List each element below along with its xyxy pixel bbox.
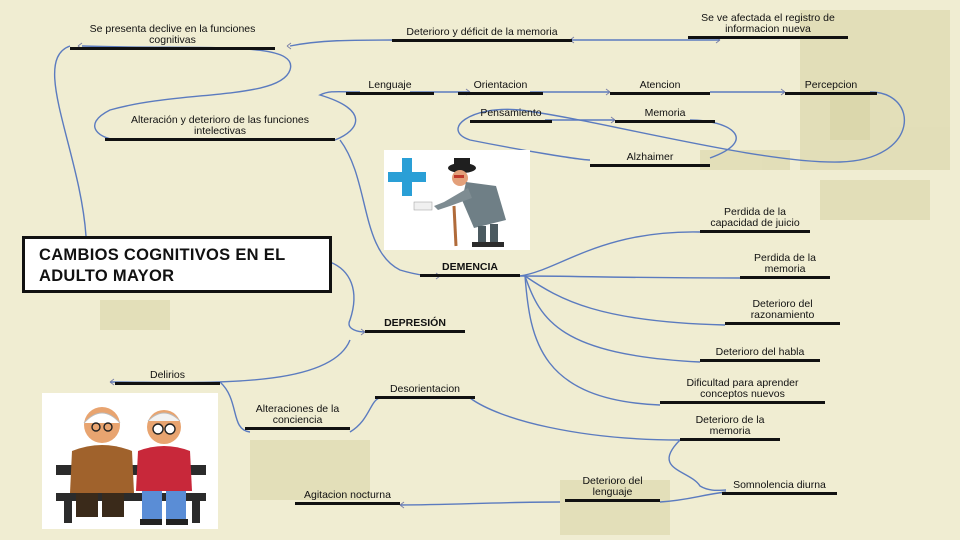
node-alteracion: Alteración y deterioro de las funciones …	[105, 115, 335, 141]
node-conciencia: Alteraciones de la conciencia	[245, 404, 350, 430]
node-registro: Se ve afectada el registro de informacio…	[688, 13, 848, 39]
node-registro-line2: informacion nueva	[725, 23, 811, 35]
node-deterioro-memoria-low-line1: Deterioro de la	[695, 414, 765, 426]
node-perdida-memoria: Perdida de la memoria	[740, 253, 830, 279]
node-habla: Deterioro del habla	[700, 347, 820, 362]
node-registro-line1: Se ve afectada el registro de	[701, 12, 835, 24]
node-atencion: Atencion	[610, 80, 710, 95]
node-agitacion: Agitacion nocturna	[295, 490, 400, 505]
elderly-man-illustration	[384, 150, 530, 250]
node-deterioro-memoria-low: Deterioro de la memoria	[680, 415, 780, 441]
main-title-box: CAMBIOS COGNITIVOS EN EL ADULTO MAYOR	[22, 236, 332, 293]
title-line-1: CAMBIOS COGNITIVOS EN EL	[39, 246, 286, 264]
node-perdida-memoria-line1: Perdida de la	[754, 252, 816, 264]
node-alteracion-line1: Alteración y deterioro de las funciones	[130, 114, 310, 126]
node-declive: Se presenta declive en la funciones cogn…	[70, 24, 275, 50]
node-perdida-juicio-line1: Perdida de la	[724, 206, 786, 218]
node-aprender-line2: conceptos nuevos	[700, 388, 785, 400]
node-razonamiento: Deterioro del razonamiento	[725, 299, 840, 325]
node-delirios: Delirios	[115, 370, 220, 385]
node-declive-line1: Se presenta declive en la funciones	[89, 23, 256, 35]
elderly-couple-illustration	[42, 393, 218, 529]
node-perdida-memoria-line2: memoria	[764, 263, 806, 275]
node-declive-line2: cognitivas	[149, 34, 196, 46]
node-razonamiento-line1: Deterioro del	[752, 298, 813, 310]
node-pensamiento: Pensamiento	[470, 108, 552, 123]
node-demencia: DEMENCIA	[420, 262, 520, 277]
node-somnolencia: Somnolencia diurna	[722, 480, 837, 495]
node-aprender: Dificultad para aprender conceptos nuevo…	[660, 378, 825, 404]
node-deterioro-lenguaje-line2: lenguaje	[592, 486, 633, 498]
node-memoria: Memoria	[615, 108, 715, 123]
medical-cross-icon	[388, 158, 426, 196]
node-lenguaje: Lenguaje	[346, 80, 434, 95]
node-orientacion: Orientacion	[458, 80, 543, 95]
node-deterioro-lenguaje-line1: Deterioro del	[582, 475, 643, 487]
node-deterioro-memoria-low-line2: memoria	[709, 425, 751, 437]
node-depresion: DEPRESIÓN	[365, 318, 465, 333]
node-perdida-juicio: Perdida de la capacidad de juicio	[700, 207, 810, 233]
node-alzheimer: Alzhaimer	[590, 152, 710, 167]
title-line-2: ADULTO MAYOR	[39, 267, 175, 285]
node-desorientacion: Desorientacion	[375, 384, 475, 399]
node-perdida-juicio-line2: capacidad de juicio	[710, 217, 800, 229]
node-percepcion: Percepcion	[785, 80, 877, 95]
node-deterioro-memoria-top: Deterioro y déficit de la memoria	[392, 27, 572, 42]
node-conciencia-line2: conciencia	[272, 414, 323, 426]
node-conciencia-line1: Alteraciones de la	[255, 403, 340, 415]
node-razonamiento-line2: razonamiento	[750, 309, 815, 321]
node-deterioro-lenguaje: Deterioro del lenguaje	[565, 476, 660, 502]
node-alteracion-line2: intelectivas	[194, 125, 246, 137]
node-aprender-line1: Dificultad para aprender	[686, 377, 799, 389]
